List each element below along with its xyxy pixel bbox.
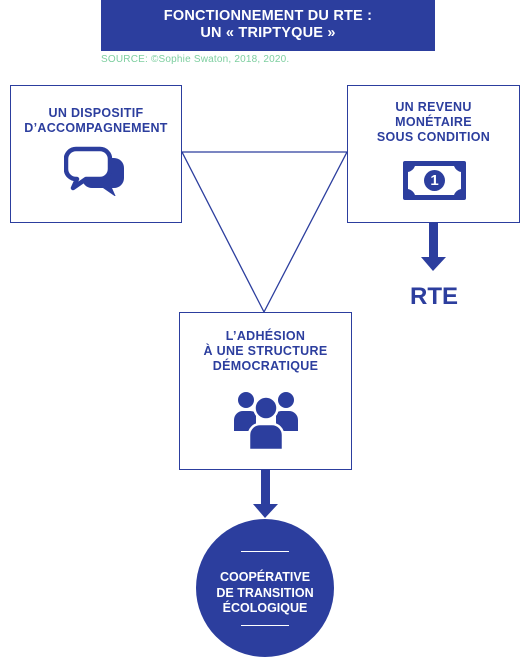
label-line: À UNE STRUCTURE bbox=[203, 344, 328, 358]
banknote-icon: 1 bbox=[403, 161, 466, 200]
circle-rule-top bbox=[241, 551, 289, 552]
title-line-2: UN « TRIPTYQUE » bbox=[200, 25, 336, 41]
arrow-to-cooperative bbox=[253, 469, 278, 518]
box-revenu-label: UN REVENU MONÉTAIRE SOUS CONDITION bbox=[348, 100, 519, 145]
box-accompagnement: UN DISPOSITIF D’ACCOMPAGNEMENT bbox=[10, 85, 182, 223]
label-line: SOUS CONDITION bbox=[376, 130, 491, 144]
circle-rule-bottom bbox=[241, 625, 289, 626]
rte-label: RTE bbox=[410, 283, 458, 310]
label-line: D’ACCOMPAGNEMENT bbox=[24, 121, 168, 135]
chat-bubbles-icon bbox=[64, 146, 124, 196]
label-line: DÉMOCRATIQUE bbox=[212, 359, 319, 373]
triptyque-triangle bbox=[180, 151, 349, 314]
label-line: UN REVENU bbox=[395, 100, 472, 114]
label-line: L’ADHÉSION bbox=[225, 329, 306, 343]
group-icon bbox=[234, 392, 298, 451]
label-line: COOPÉRATIVE bbox=[219, 570, 311, 584]
label-line: ÉCOLOGIQUE bbox=[222, 601, 308, 615]
title-line-1: FONCTIONNEMENT DU RTE : bbox=[163, 8, 373, 24]
label-line: UN DISPOSITIF bbox=[48, 106, 144, 120]
source-credit: SOURCE: ©Sophie Swaton, 2018, 2020. bbox=[101, 54, 290, 65]
box-adhesion: L’ADHÉSION À UNE STRUCTURE DÉMOCRATIQUE bbox=[179, 312, 352, 470]
arrow-to-rte bbox=[421, 222, 446, 271]
box-revenu: UN REVENU MONÉTAIRE SOUS CONDITION 1 bbox=[347, 85, 520, 223]
cooperative-label: COOPÉRATIVE DE TRANSITION ÉCOLOGIQUE bbox=[196, 570, 334, 617]
box-accompagnement-label: UN DISPOSITIF D’ACCOMPAGNEMENT bbox=[11, 106, 181, 136]
label-line: DE TRANSITION bbox=[216, 585, 314, 600]
banknote-value: 1 bbox=[430, 172, 439, 189]
box-adhesion-label: L’ADHÉSION À UNE STRUCTURE DÉMOCRATIQUE bbox=[180, 329, 351, 374]
label-line: MONÉTAIRE bbox=[395, 115, 472, 129]
diagram-title: FONCTIONNEMENT DU RTE : UN « TRIPTYQUE » bbox=[101, 0, 435, 51]
cooperative-circle: COOPÉRATIVE DE TRANSITION ÉCOLOGIQUE bbox=[196, 519, 334, 657]
